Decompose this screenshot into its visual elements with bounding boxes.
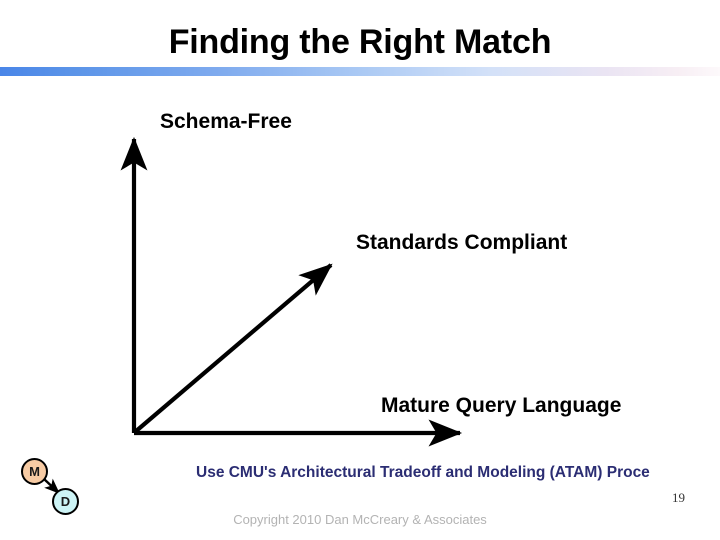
- model-data-badge-group: M D: [14, 455, 114, 525]
- atam-note-text: Use CMU's Architectural Tradeoff and Mod…: [196, 464, 650, 481]
- badge-model[interactable]: M: [21, 458, 48, 485]
- title-divider-gradient: [0, 67, 720, 76]
- badge-data[interactable]: D: [52, 488, 79, 515]
- page-title: Finding the Right Match: [168, 23, 552, 61]
- axis-line-standards-compliant: [133, 263, 333, 434]
- page-number: 19: [672, 490, 685, 505]
- axis-label-standards-compliant: Standards Compliant: [356, 231, 568, 254]
- axis-label-mature-query-language: Mature Query Language: [381, 394, 622, 417]
- tradeoff-axes-diagram: [120, 136, 463, 447]
- axis-label-schema-free: Schema-Free: [160, 110, 292, 133]
- copyright-text: Copyright 2010 Dan McCreary & Associates: [233, 512, 487, 527]
